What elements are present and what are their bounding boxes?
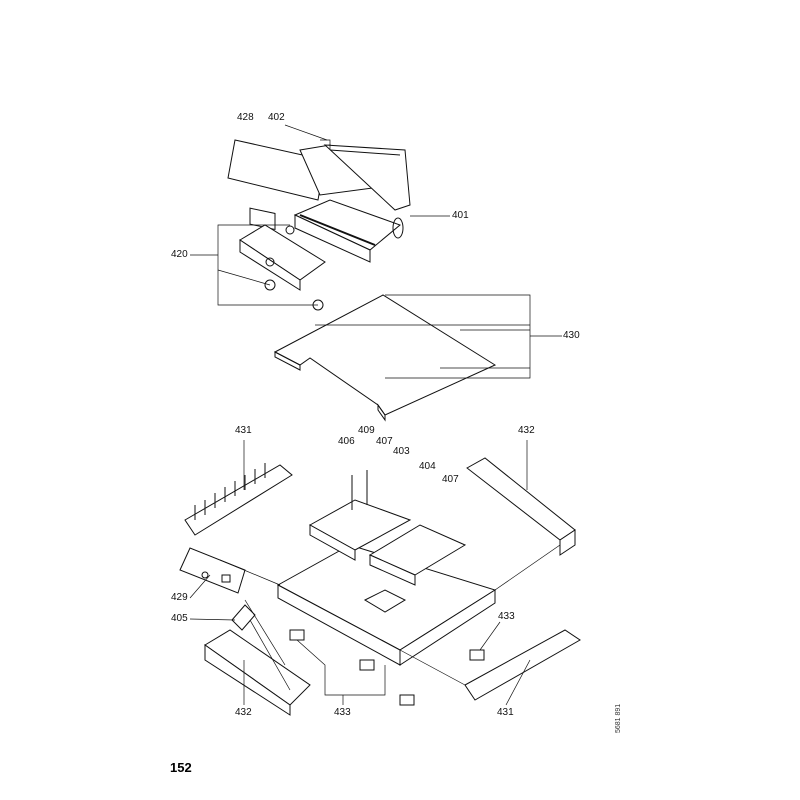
callout-429: 429: [171, 592, 188, 603]
callout-431-upper: 431: [235, 425, 252, 436]
base-tray: [276, 544, 497, 666]
callout-432-right: 432: [518, 425, 535, 436]
callout-431-lower: 431: [497, 707, 514, 718]
circuit-board-430: [273, 294, 497, 422]
callout-428: 428: [237, 112, 254, 123]
board-404: [368, 524, 467, 586]
callout-433-right: 433: [498, 611, 515, 622]
callout-404: 404: [419, 461, 436, 472]
callout-402: 402: [268, 112, 285, 123]
callout-433-lower: 433: [334, 707, 351, 718]
document-number: 5681 891: [615, 703, 622, 733]
rail-431-upper: [184, 463, 293, 536]
leader-lines: [189, 124, 562, 706]
callout-432-lower: 432: [235, 707, 252, 718]
housing-401: [293, 199, 404, 263]
clips-433: [289, 629, 485, 706]
module-420: [239, 224, 326, 311]
callout-406: 406: [338, 436, 355, 447]
rail-431-lower: [464, 629, 581, 701]
callout-420: 420: [171, 249, 188, 260]
callout-409: 409: [358, 425, 375, 436]
callout-403: 403: [393, 446, 410, 457]
callout-405: 405: [171, 613, 188, 624]
callout-430: 430: [563, 330, 580, 341]
callout-401: 401: [452, 210, 469, 221]
page-number: 152: [170, 760, 192, 775]
frame-432-lower: [204, 604, 311, 716]
board-403: [308, 470, 412, 561]
control-panel-front: [227, 139, 411, 231]
rail-432-right: [466, 457, 576, 556]
callout-407-lower: 407: [442, 474, 459, 485]
callout-407-upper: 407: [376, 436, 393, 447]
panel-429: [179, 547, 246, 594]
